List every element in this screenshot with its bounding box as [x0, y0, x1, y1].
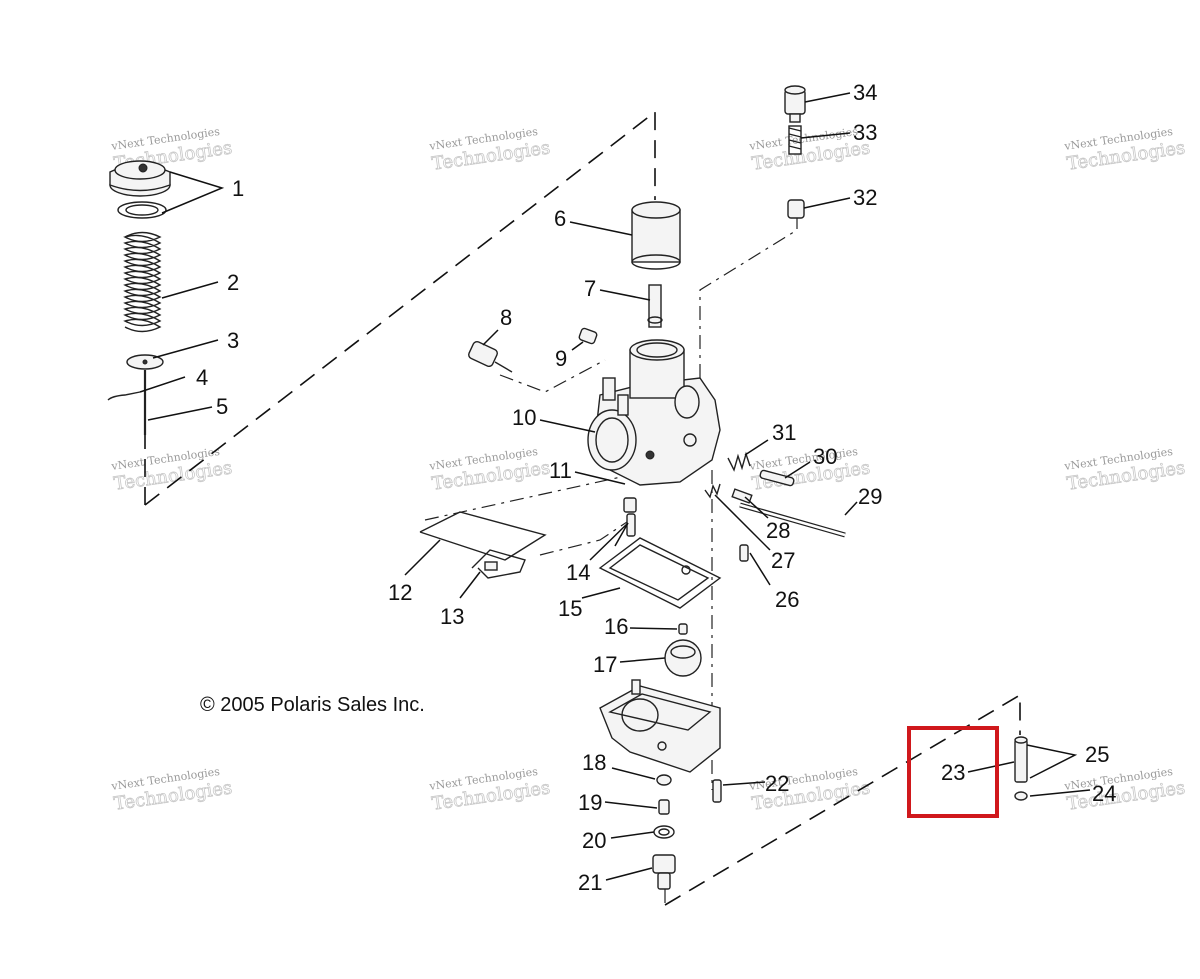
callout-4: 4: [196, 365, 208, 390]
callout-21: 21: [578, 870, 602, 895]
part-pilot-screw: [759, 469, 795, 487]
part-float-17: [664, 639, 702, 677]
callout-22: 22: [765, 771, 789, 796]
watermark: vNext Technologies Technologies: [1063, 445, 1187, 495]
callout-27: 27: [771, 548, 795, 573]
part-clip-and-needle: [107, 370, 147, 435]
callout-31: 31: [772, 420, 796, 445]
callout-5: 5: [216, 394, 228, 419]
callout-29: 29: [858, 484, 882, 509]
part-cap-assembly: [109, 160, 171, 219]
callout-labels: 1 2 3 4 5 6 7 8 9 10 11 12 13 14 15 16 1…: [196, 80, 1116, 895]
part-plug: [578, 327, 598, 345]
part-fitting-32: [787, 199, 805, 219]
callout-26: 26: [775, 587, 799, 612]
callout-2: 2: [227, 270, 239, 295]
part-throttle-sensor: [468, 340, 513, 373]
callout-1: 1: [232, 176, 244, 201]
part-screw-22: [712, 779, 722, 803]
watermark: vNext Technologies Technologies: [110, 765, 234, 815]
assembly-guides: [144, 110, 1021, 906]
part-jet-19: [658, 799, 670, 815]
part-lever-13: [471, 549, 526, 579]
guide-line-plate2: [539, 519, 631, 556]
watermark: vNext Technologies Technologies: [1063, 765, 1187, 815]
watermark: vNext Technologies Technologies: [1063, 125, 1187, 175]
callout-33: 33: [853, 120, 877, 145]
callout-13: 13: [440, 604, 464, 629]
part-float-bowl: [599, 679, 721, 773]
callout-15: 15: [558, 596, 582, 621]
part-screw-16: [678, 623, 688, 635]
callout-16: 16: [604, 614, 628, 639]
part-drain-plug-21: [652, 854, 676, 890]
part-shaft: [739, 502, 846, 538]
guide-line-sensor: [499, 359, 606, 393]
callout-11: 11: [549, 458, 572, 483]
callout-19: 19: [578, 790, 602, 815]
part-plate-12: [419, 511, 547, 561]
part-jet-33: [788, 125, 802, 155]
callout-9: 9: [555, 346, 567, 371]
part-holder-34: [784, 85, 806, 123]
callout-17: 17: [593, 652, 617, 677]
callout-30: 30: [813, 444, 837, 469]
callout-14: 14: [566, 560, 590, 585]
part-carburetor-body: [587, 339, 721, 486]
watermark: vNext Technologies Technologies: [428, 765, 552, 815]
callout-20: 20: [582, 828, 606, 853]
part-plug-26: [739, 544, 749, 562]
callout-3: 3: [227, 328, 239, 353]
watermark: vNext Technologies Technologies: [428, 445, 552, 495]
part-pin-25: [1014, 736, 1028, 783]
callout-8: 8: [500, 305, 512, 330]
callout-7: 7: [584, 276, 596, 301]
part-spring-27: [704, 483, 721, 499]
callout-10: 10: [512, 405, 536, 430]
copyright-text: © 2005 Polaris Sales Inc.: [200, 694, 425, 716]
callout-28: 28: [766, 518, 790, 543]
callout-6: 6: [554, 206, 566, 231]
highlight-box-part-23: [907, 726, 999, 818]
watermark: vNext Technologies Technologies: [428, 125, 552, 175]
callout-34: 34: [853, 80, 877, 105]
callout-18: 18: [582, 750, 606, 775]
callout-24: 24: [1092, 781, 1116, 806]
part-oring-20: [653, 825, 675, 839]
callout-23: 23: [941, 760, 965, 785]
watermark: vNext Technologies Technologies: [748, 445, 872, 495]
part-throttle-slide: [631, 201, 681, 270]
guide-line-pilot: [699, 215, 798, 420]
part-gasket-15: [598, 537, 722, 609]
part-needle-valve-14: [623, 497, 637, 537]
callout-25: 25: [1085, 742, 1109, 767]
part-washer-18: [656, 774, 672, 786]
guide-line-main: [144, 110, 656, 506]
callout-12: 12: [388, 580, 412, 605]
part-clip-24: [1014, 791, 1028, 801]
part-spring: [123, 231, 162, 333]
callout-32: 32: [853, 185, 877, 210]
leader-lines: [139, 92, 1091, 881]
part-jet-needle: [647, 284, 663, 328]
part-pilot-spring: [727, 451, 751, 472]
